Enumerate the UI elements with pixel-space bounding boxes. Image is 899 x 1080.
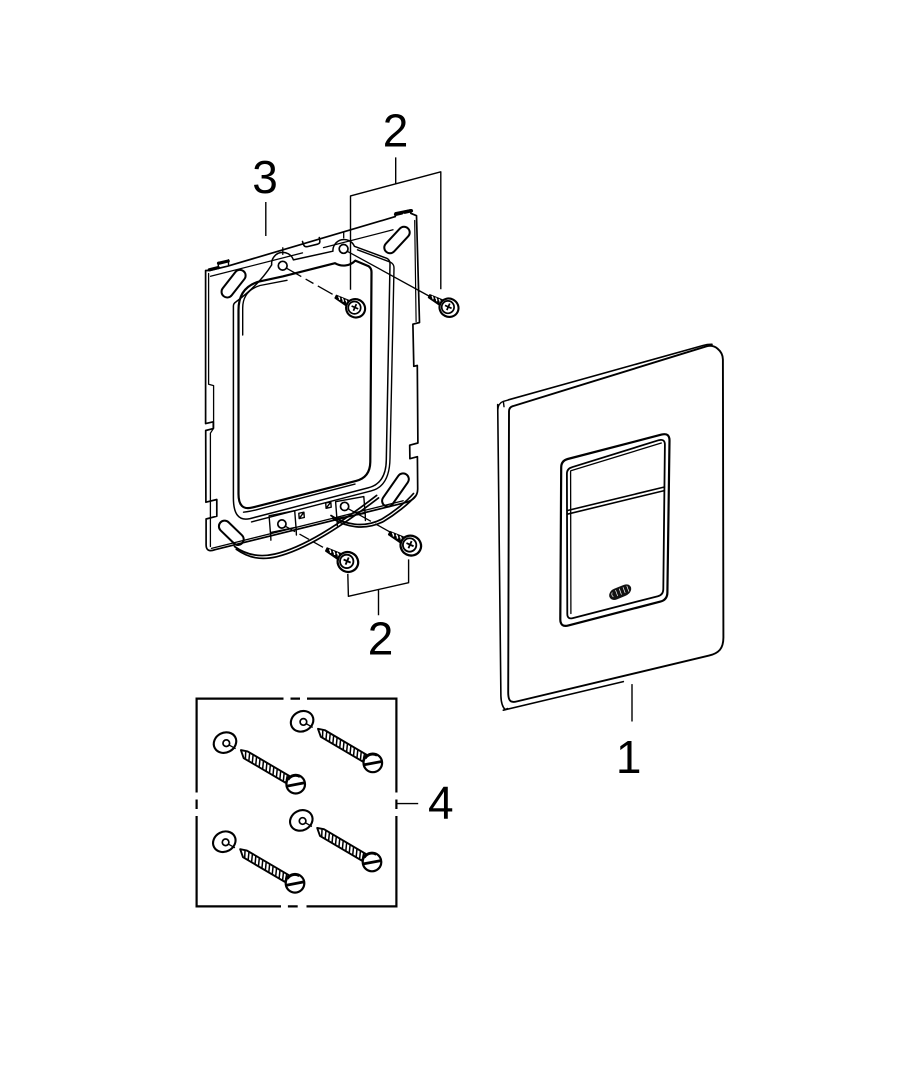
svg-text:3: 3 [252,151,278,203]
svg-text:1: 1 [616,731,642,783]
svg-text:2: 2 [368,613,394,665]
svg-text:2: 2 [383,104,409,156]
svg-text:4: 4 [428,777,454,829]
